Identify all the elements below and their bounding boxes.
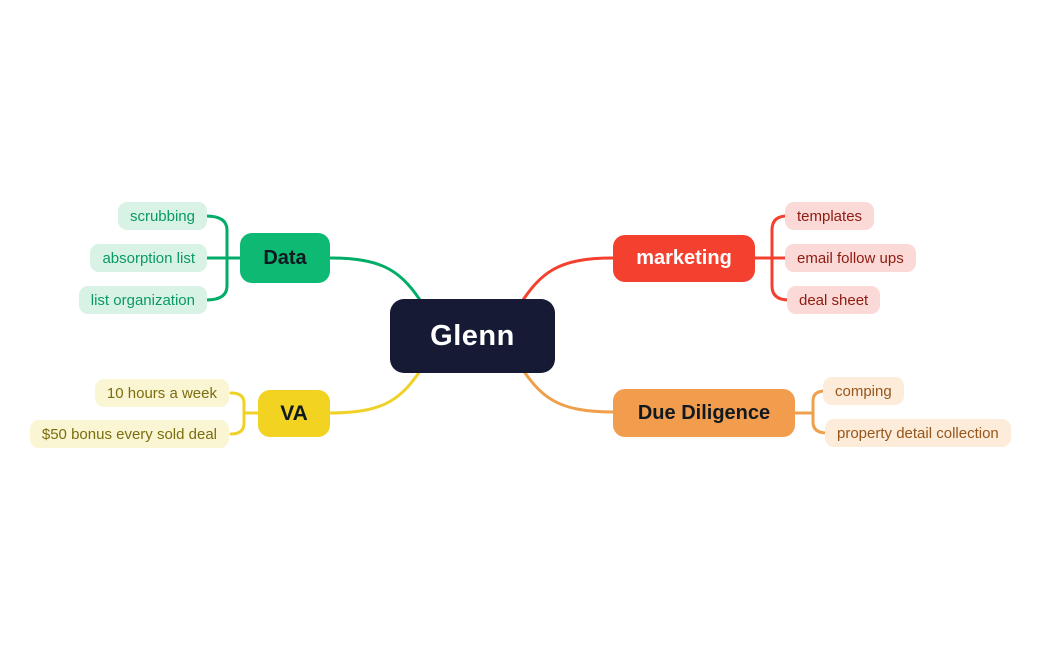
node-va[interactable]: VA [258, 390, 330, 437]
node-due-diligence[interactable]: Due Diligence [613, 389, 795, 437]
node-deal-sheet[interactable]: deal sheet [787, 286, 881, 314]
edge-va-trunk [229, 391, 246, 436]
node-list-organization[interactable]: list organization [78, 286, 207, 314]
node-10-hours-a-week[interactable]: 10 hours a week [94, 379, 229, 407]
node-email-follow-ups[interactable]: email follow ups [785, 244, 916, 272]
node-property-detail-collection[interactable]: property detail collection [825, 419, 1011, 447]
node-absorption-list[interactable]: absorption list [90, 244, 207, 272]
node-50-bonus-every-sold-deal[interactable]: $50 bonus every sold deal [29, 420, 229, 448]
node-templates[interactable]: templates [785, 202, 875, 230]
edge-data-trunk [204, 214, 229, 302]
node-data[interactable]: Data [240, 233, 330, 283]
node-glenn[interactable]: Glenn [390, 299, 555, 373]
node-marketing[interactable]: marketing [613, 235, 755, 282]
node-comping[interactable]: comping [823, 377, 904, 405]
node-scrubbing[interactable]: scrubbing [117, 202, 207, 230]
